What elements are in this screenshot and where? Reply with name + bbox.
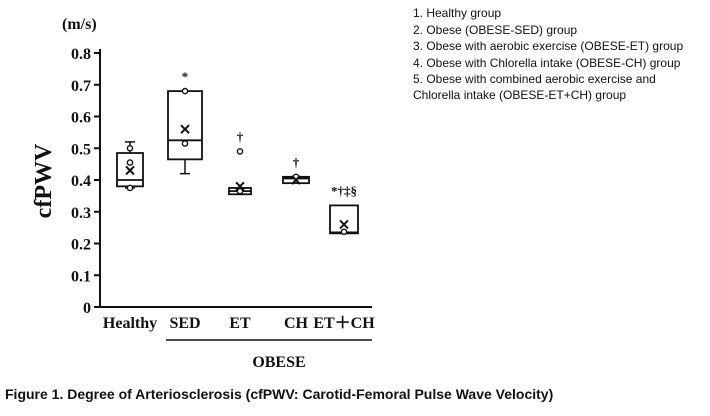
outlier-point [126, 159, 134, 166]
mean-marker [291, 175, 301, 185]
mean-marker [339, 219, 349, 230]
y-axis-title: cfPWV [31, 143, 57, 218]
significance-marker: † [237, 129, 244, 144]
y-tick-label: 0.4 [71, 173, 91, 190]
legend-item: 1. Healthy group [413, 6, 502, 20]
significance-marker: † [293, 155, 300, 170]
box-3: † [228, 129, 252, 196]
legend: 1. Healthy group 2. Obese (OBESE-SED) gr… [413, 6, 703, 104]
outlier-point [236, 148, 244, 155]
outlier-point [126, 144, 134, 152]
figure-caption: Figure 1. Degree of Arteriosclerosis (cf… [5, 386, 554, 402]
x-tick-label: SED [169, 315, 200, 332]
box-1 [116, 141, 144, 192]
legend-item: 5. Obese with combined aerobic exercise … [413, 72, 656, 102]
y-tick-label: 0.5 [71, 141, 91, 158]
outlier-point [181, 87, 189, 95]
x-tick-label: Healthy [103, 315, 157, 332]
x-tick-label: CH [284, 315, 309, 332]
legend-item: 4. Obese with Chlorella intake (OBESE-CH… [413, 55, 681, 70]
box-2: * [167, 69, 203, 175]
box-4: † [282, 155, 310, 185]
mean-marker [235, 181, 245, 192]
y-tick-label: 0.8 [71, 46, 91, 63]
legend-item: 3. Obese with aerobic exercise (OBESE-ET… [413, 39, 684, 53]
outlier-point [340, 228, 348, 236]
significance-marker: *†‡§ [331, 183, 357, 198]
y-tick-label: 0.6 [71, 110, 91, 127]
mean-marker [125, 165, 135, 176]
y-tick-label: 0.3 [71, 205, 91, 222]
y-tick-label: 0 [83, 300, 91, 317]
y-tick-label: 0.1 [71, 268, 91, 285]
outlier-point [181, 140, 189, 147]
boxes: * † † *†‡§ [116, 69, 359, 236]
box-plot-chart: (m/s) cfPWV 0 0.1 0.2 0.3 0.4 0.5 0.6 0.7 0.8Hea… [31, 16, 375, 371]
mean-marker [180, 124, 190, 134]
box-5: *†‡§ [329, 183, 359, 236]
x-tick-label: ET [229, 315, 251, 332]
x-tick-label: ET＋CH [313, 315, 375, 332]
outlier-point [236, 187, 244, 195]
group-label-obese: OBESE [252, 354, 305, 371]
unit-label: (m/s) [62, 16, 97, 33]
legend-item: 2. Obese (OBESE-SED) group [413, 22, 578, 37]
significance-marker: * [182, 69, 189, 84]
box-iqr [167, 90, 203, 161]
y-tick-label: 0.2 [71, 237, 91, 254]
outlier-point [126, 184, 134, 192]
y-tick-label: 0.7 [71, 78, 91, 95]
